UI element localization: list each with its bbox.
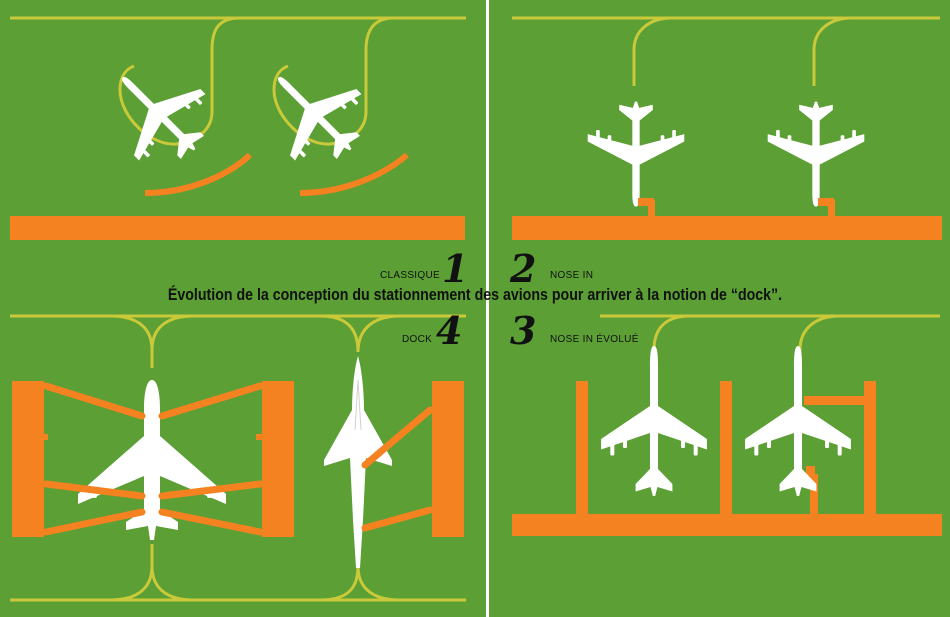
panel-4-label: DOCK	[402, 334, 433, 345]
loading-bridge	[158, 508, 264, 536]
pier	[864, 381, 876, 515]
taxi-line	[798, 314, 841, 362]
taxi-line	[272, 16, 395, 146]
terminal-building	[262, 381, 294, 537]
panel-2-number: 2	[510, 246, 537, 291]
panel-classique	[10, 16, 466, 240]
panel-4-number: 4	[436, 308, 463, 353]
nose-bridge	[818, 198, 834, 206]
loading-bridge	[42, 382, 146, 420]
panel-3-number: 3	[510, 308, 537, 353]
taxi-line	[319, 565, 360, 602]
loading-bridge	[144, 152, 253, 196]
pier	[720, 381, 732, 515]
loading-bridge	[158, 480, 264, 500]
panel-nose-in	[512, 16, 942, 240]
panel-nose-in-evolue	[512, 314, 942, 536]
loading-bridge	[361, 506, 434, 532]
taxi-line	[652, 314, 691, 362]
terminal-building	[12, 381, 44, 537]
loading-bridge	[299, 152, 409, 196]
taxi-line	[356, 565, 401, 602]
terminal-building	[512, 216, 942, 240]
panel-1-number: 1	[442, 246, 469, 291]
airliner-icon	[587, 101, 685, 207]
loading-bridge	[810, 474, 818, 514]
taxi-line	[150, 314, 195, 351]
taxi-line	[812, 16, 853, 86]
airliner-icon	[89, 44, 228, 183]
airliner-icon	[601, 346, 707, 496]
taxi-line	[632, 16, 673, 86]
terminal-building	[512, 514, 942, 536]
panel-1-label: CLASSIQUE	[380, 270, 440, 281]
loading-bridge	[804, 396, 864, 405]
loading-bridge	[42, 508, 146, 536]
terminal-building	[10, 216, 465, 240]
nose-bridge	[828, 200, 835, 218]
panel-2-label: NOSE IN	[550, 270, 594, 281]
terminal-building	[432, 381, 464, 537]
supersonic-jet-icon	[324, 356, 392, 568]
taxi-line	[118, 16, 241, 146]
pier	[576, 381, 588, 515]
panel-3-label: NOSE IN ÉVOLUÉ	[550, 334, 639, 345]
nose-bridge	[638, 198, 654, 206]
taxi-line	[356, 314, 401, 353]
loading-bridge	[361, 406, 434, 469]
bridge-joint	[256, 434, 264, 440]
bridge-joint	[40, 434, 48, 440]
panel-dock	[10, 314, 466, 602]
airliner-icon	[767, 101, 865, 207]
taxi-line	[150, 565, 195, 602]
taxi-line	[319, 314, 360, 353]
loading-bridge	[806, 466, 815, 480]
taxi-line	[109, 544, 154, 602]
airliner-icon	[245, 44, 384, 183]
airliner-icon	[745, 346, 851, 496]
nose-bridge	[648, 200, 655, 218]
taxi-line	[109, 314, 154, 368]
diagram-caption: Évolution de la conception du stationnem…	[167, 286, 783, 304]
loading-bridge	[158, 382, 264, 420]
vertical-divider	[486, 0, 489, 617]
loading-bridge	[42, 480, 146, 500]
